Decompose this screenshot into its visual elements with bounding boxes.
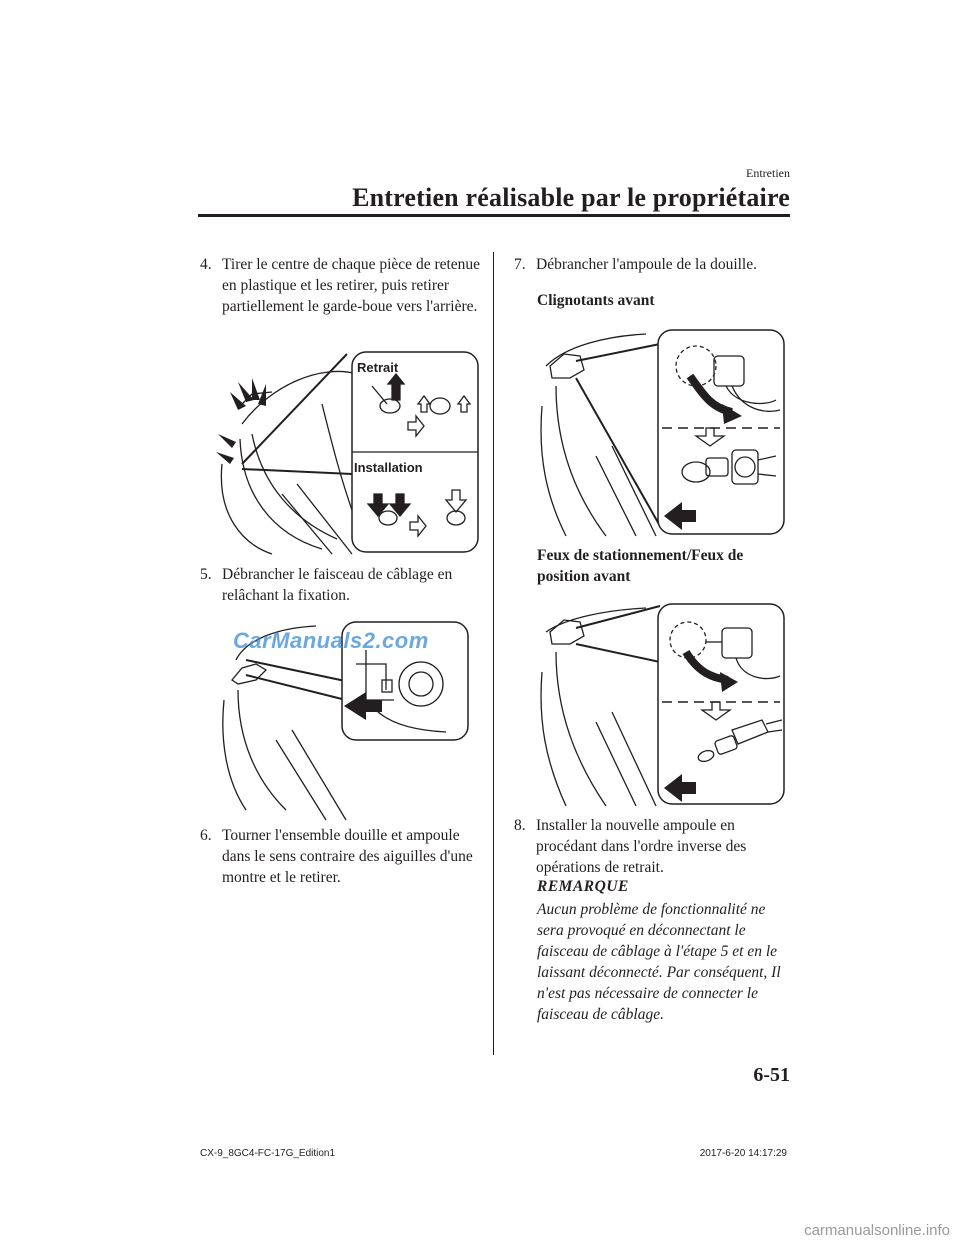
watermark-bottom: carmanualsonline.info [804, 1222, 950, 1239]
subhead-front-turn: Clignotants avant [537, 292, 655, 309]
step-8: 8. Installer la nouvelle ampoule en proc… [514, 815, 790, 878]
footer-timestamp: 2017-6-20 14:17:29 [699, 1148, 787, 1159]
footer-document-id: CX-9_8GC4-FC-17G_Edition1 [200, 1148, 336, 1159]
note-title: REMARQUE [537, 878, 629, 895]
watermark-overlay: CarManuals2.com [233, 628, 429, 653]
step-number: 4. [200, 256, 212, 273]
section-label: Entretien [746, 166, 790, 180]
wiring-release-figure [222, 621, 469, 821]
step-number: 6. [200, 827, 212, 844]
step-number: 8. [514, 817, 526, 834]
subhead-parking: Feux de stationnement/Feux de position a… [537, 547, 744, 585]
column-divider [493, 252, 494, 1055]
installation-label: Installation [354, 460, 423, 475]
step-number: 5. [200, 566, 212, 583]
step-4: 4. Tirer le centre de chaque pièce de re… [200, 254, 482, 317]
step-7: 7. Débrancher l'ampoule de la douille. [514, 254, 794, 275]
step-text: Installer la nouvelle ampoule en procéda… [536, 817, 747, 876]
page-number: 6-51 [753, 1064, 790, 1086]
step-text: Débrancher le faisceau de câblage en rel… [222, 566, 453, 604]
step-number: 7. [514, 256, 526, 273]
step-text: Tirer le centre de chaque pièce de reten… [222, 256, 481, 315]
step-text: Tourner l'ensemble douille et ampoule da… [222, 827, 473, 886]
turn-signal-bulb-figure [540, 329, 785, 537]
retainer-removal-figure: Retrait Installation [216, 351, 479, 555]
step-text: Débrancher l'ampoule de la douille. [536, 256, 757, 273]
retrait-label: Retrait [357, 360, 399, 375]
step-5: 5. Débrancher le faisceau de câblage en … [200, 564, 482, 606]
page-title: Entretien réalisable par le propriétaire [352, 183, 790, 212]
header-rule [198, 214, 790, 217]
parking-light-bulb-figure [540, 603, 785, 807]
step-6: 6. Tourner l'ensemble douille et ampoule… [200, 825, 482, 888]
note-text: Aucun problème de fonctionnalité ne sera… [537, 901, 781, 1023]
